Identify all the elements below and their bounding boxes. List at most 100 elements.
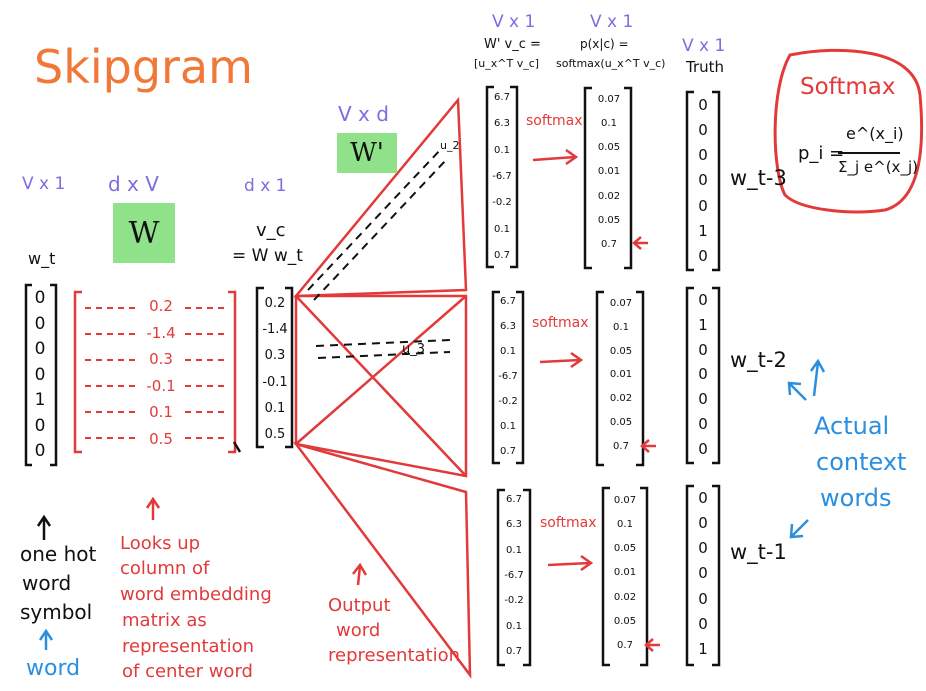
u3-label: u_3 [402,342,426,357]
output-matrix-shape [292,96,472,679]
vector-entry: 0.1 [500,421,516,432]
embedding-row-dashes [85,307,225,439]
vector-entry: 1 [698,639,708,658]
scores-dim-label: V x 1 [492,12,536,32]
center-vector: 0.2 -1.4 0.3 -0.1 0.1 0.5 [262,297,288,441]
vector-entry: 0.07 [597,94,621,105]
vector-entry: 0 [698,390,708,409]
vector-entry: 0 [34,313,46,334]
column-entry: -1.4 [146,323,176,342]
vector-entry: -6.7 [492,170,512,182]
embedding-matrix-brackets [73,290,237,454]
vector-entry: 0.7 [494,249,510,261]
vector-entry: -0.2 [504,595,524,607]
vector-entry: 0 [698,589,708,608]
vector-entry: 0.1 [506,620,522,632]
note-arrows [36,358,826,650]
embedding-note-line5: representation [122,636,255,657]
vector-entry: 0.1 [617,519,633,531]
embedding-note-line4: matrix as [122,610,207,631]
input-dim-label: V x 1 [22,174,66,194]
embedding-note-line3: word embedding [120,584,272,605]
column-entry: 0.3 [149,350,173,369]
output-note-line3: representation [328,645,461,666]
vector-entry: 0 [698,614,708,633]
vector-entry: -1.4 [262,322,288,338]
softmax-numerator: e^(x_i) [846,124,904,143]
prob-vector-3: 0.07 0.1 0.05 0.01 0.02 0.05 0.7 [607,496,643,651]
score-vector-2: 6.7 6.3 0.1 -6.7 -0.2 0.1 0.7 [496,297,520,457]
u2-label: u_2 [440,139,460,152]
vector-entry: -6.7 [504,569,524,581]
vector-entry: -6.7 [498,371,518,382]
probs-header-line1: p(x|c) = [580,37,629,51]
vector-entry: 0.05 [609,345,633,357]
truth-vector-brackets [685,90,721,667]
vector-entry: 0.01 [609,369,633,381]
vector-entry: 0.7 [506,645,522,657]
vector-entry: -0.2 [498,396,518,407]
vector-entry: 0.05 [597,214,621,226]
output-matrix-box: W' [337,133,397,173]
vector-entry: 0 [698,171,708,190]
context-note-line3: words [820,484,892,512]
context-note-line1: Actual [814,412,890,440]
input-word-label: w_t [28,249,56,268]
word-label: word [26,656,81,681]
vector-entry: 0 [34,288,46,308]
vector-entry: 0 [698,196,708,215]
softmax-box-title: Softmax [800,74,896,100]
vector-entry: 0.02 [597,190,621,202]
vector-entry: 0.05 [597,142,621,154]
vector-entry: 0 [698,340,708,359]
vector-entry: 0.05 [613,543,637,555]
vector-entry: 6.7 [506,494,522,505]
vector-entry: 0.05 [613,615,637,627]
output-dim-label: V x d [338,102,389,126]
vector-entry: 0.07 [613,495,637,506]
truth-header: Truth [686,58,725,76]
vector-entry: 0.1 [500,346,516,357]
column-entry: -0.1 [146,376,176,395]
vector-entry: 1 [698,315,708,334]
vector-entry: 0.01 [613,567,637,579]
center-label-bottom: = W w_t [232,246,303,266]
vector-entry: 0.01 [597,166,621,178]
vector-entry: 0 [34,339,46,359]
u-vector-dashes [307,147,451,359]
output-note-line1: Output [328,595,391,616]
truth-vector-3: 0 0 0 0 0 0 1 [693,491,713,657]
vector-entry: 0.1 [494,223,510,235]
column-entry: 0.2 [149,297,173,315]
center-label-top: v_c [256,220,286,241]
context-label-2: w_t-2 [730,348,787,372]
softmax-arrow-label-2: softmax [532,315,589,331]
vector-entry: 0.7 [617,639,633,651]
vector-entry: 0.2 [264,296,286,311]
vector-entry: 1 [34,390,46,410]
context-label-3: w_t-1 [730,540,787,564]
scores-header-line2: [u_x^T v_c] [474,57,540,70]
score-vector-brackets [485,85,532,667]
vector-entry: 0.5 [264,426,286,442]
softmax-box-outline [773,48,924,214]
softmax-formula-lhs: p_i = [798,143,845,164]
vector-entry: -0.2 [492,197,512,209]
vector-entry: 0 [34,364,46,385]
input-note-line3: symbol [20,600,93,624]
embedding-note-line2: column of [120,558,210,579]
vector-entry: 0.05 [609,417,633,429]
vector-entry: 0.7 [601,238,617,250]
context-note-line2: context [816,448,907,476]
vector-entry: 0.1 [601,118,617,130]
vector-entry: 0 [698,291,708,309]
softmax-arrow-label-3: softmax [540,515,597,531]
vector-entry: 6.7 [500,296,516,307]
vector-entry: 6.7 [494,92,510,103]
output-matrix-label: W' [350,138,384,168]
vector-entry: 0 [34,415,46,436]
vector-entry: 0 [698,96,708,114]
truth-dim-label: V x 1 [682,36,726,56]
input-vector: 0 0 0 0 1 0 0 [30,290,50,460]
truth-vector-1: 0 0 0 0 0 1 0 [693,98,713,264]
